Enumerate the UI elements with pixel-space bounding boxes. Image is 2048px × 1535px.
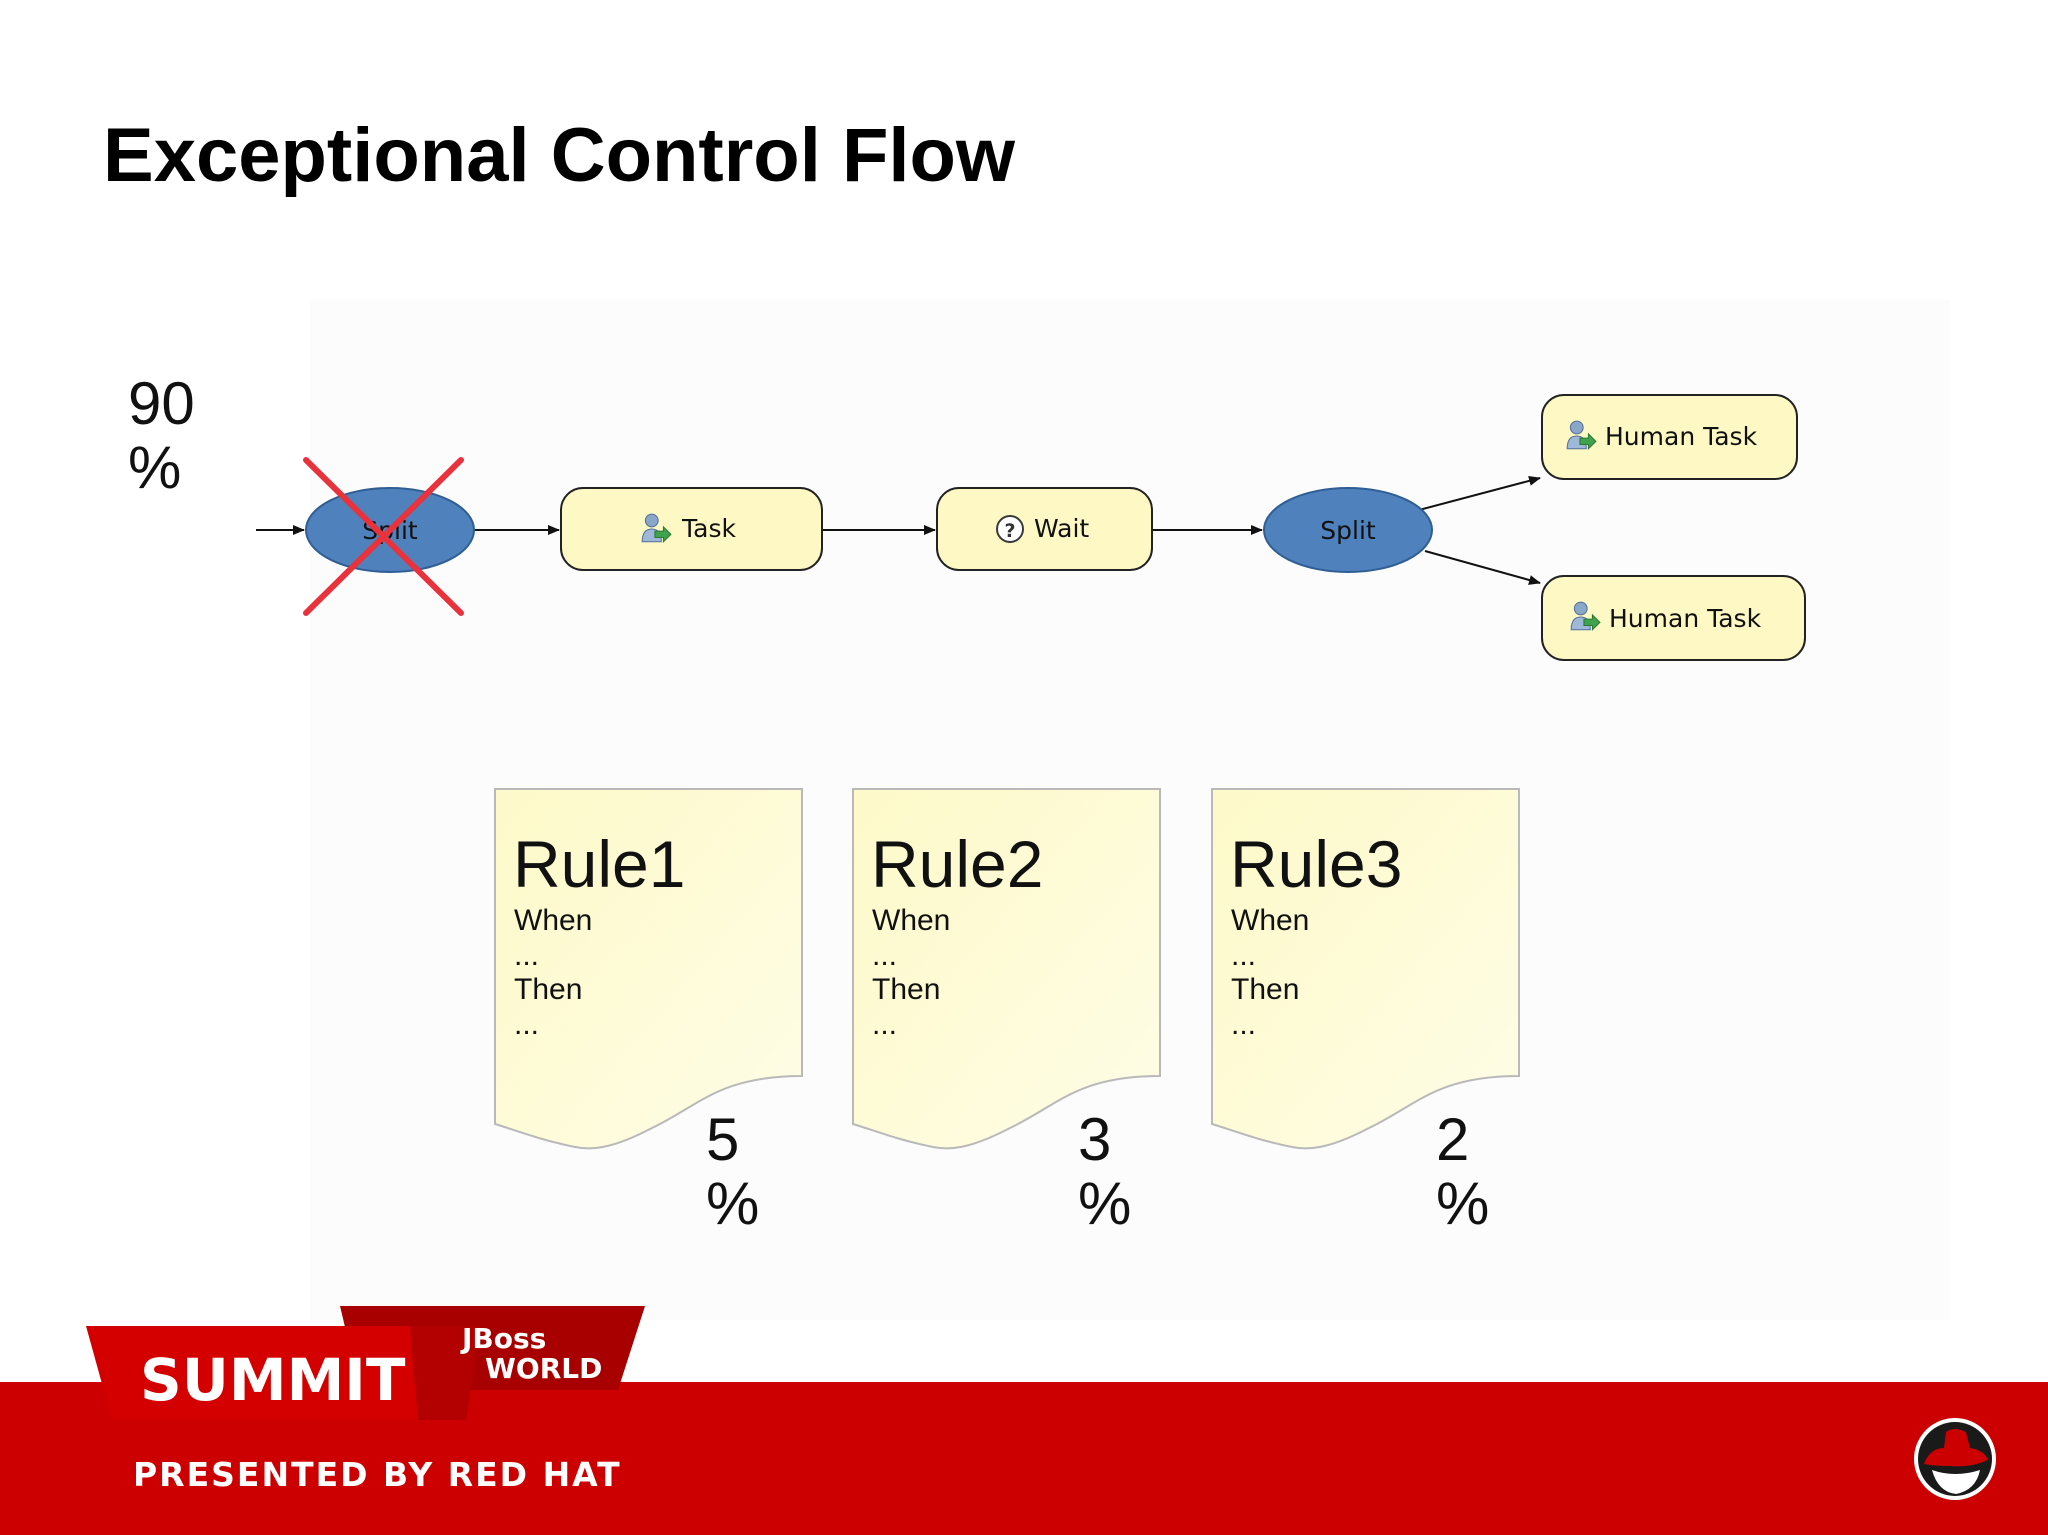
summit-jboss-world-logo: SUMMIT JBoss WORLD [86,1306,645,1420]
wait-node[interactable]: ? Wait [936,487,1153,571]
rule1-percent-unit: % [706,1170,760,1237]
rule-when: When [1231,904,1309,937]
logo-summit-text: SUMMIT [140,1346,406,1414]
rule-ellipsis: ... [514,939,539,972]
red-hat-shadowman-icon [1914,1418,1996,1500]
split-node[interactable]: Split [1263,487,1433,573]
process-flow-diagram: Split Task ? Wait Split Human Task Human… [256,394,1806,1150]
rule-ellipsis: ... [872,1008,897,1041]
rule2-percent-unit: % [1078,1170,1132,1237]
cross-out-mark [303,457,464,616]
human-task-node-top[interactable]: Human Task [1541,394,1798,480]
rule3-percent: 2 % [1436,1108,1489,1236]
edge-split-to-human-task-top [1418,475,1541,511]
rule3-percent-value: 2 [1436,1106,1470,1173]
split-node-label: Split [1320,516,1376,545]
question-icon: ? [996,515,1024,543]
rule-note-1: Rule1 When ... Then ... [494,788,803,1150]
human-task-bottom-label: Human Task [1609,604,1762,633]
rule-ellipsis: ... [1231,1008,1256,1041]
rule-ellipsis: ... [514,1008,539,1041]
rule-title: Rule2 [871,827,1043,901]
rule-note-3: Rule3 When ... Then ... [1211,788,1520,1150]
task-node-label: Task [681,514,736,543]
human-task-node-bottom[interactable]: Human Task [1541,575,1806,661]
rule3-percent-unit: % [1436,1170,1490,1237]
rule1-percent-value: 5 [706,1106,740,1173]
logo-jboss-text: JBoss [460,1322,546,1355]
rule-then: Then [514,973,582,1006]
main-percent: 90 % [128,372,195,500]
rule-title: Rule3 [1230,827,1402,901]
rule-when: When [872,904,950,937]
task-node[interactable]: Task [560,487,823,571]
rule-then: Then [1231,973,1299,1006]
main-percent-value: 90 [128,370,195,437]
wait-node-label: Wait [1034,514,1089,543]
rule2-percent-value: 3 [1078,1106,1112,1173]
svg-text:?: ? [1004,520,1015,542]
logo-world-text: WORLD [485,1352,602,1385]
rule-then: Then [872,973,940,1006]
rule-when: When [514,904,592,937]
rule-ellipsis: ... [872,939,897,972]
rule1-percent: 5 % [706,1108,759,1236]
slide-title: Exceptional Control Flow [103,113,1016,198]
presented-by-text: PRESENTED BY RED HAT [133,1455,622,1494]
rule-title: Rule1 [513,827,685,901]
edge-split-to-human-task-bottom [1424,550,1541,585]
rule-note-2: Rule2 When ... Then ... [852,788,1161,1150]
human-task-top-label: Human Task [1605,422,1758,451]
rule2-percent: 3 % [1078,1108,1131,1236]
main-percent-unit: % [128,434,182,501]
rule-ellipsis: ... [1231,939,1256,972]
